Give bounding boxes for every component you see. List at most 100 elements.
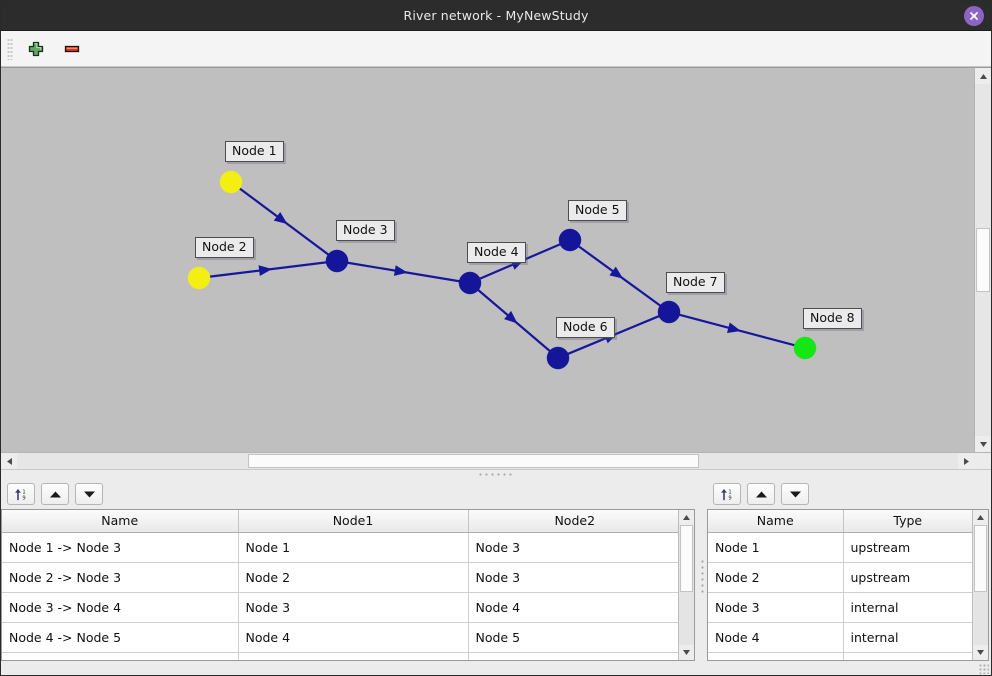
svg-text:9: 9	[22, 495, 25, 501]
network-graph-canvas[interactable]: Node 1 Node 2 Node 3 Node 4 Node 5 Node 6 Node…	[1, 67, 974, 452]
graph-node-label[interactable]: Node 3	[336, 220, 395, 242]
scroll-up-icon[interactable]	[975, 68, 991, 84]
reaches-scroll-track[interactable]	[679, 525, 694, 645]
graph-edge-arrow-icon	[609, 266, 624, 279]
table-cell[interactable]: upstream	[843, 562, 972, 593]
nodes-scroll-track[interactable]	[973, 525, 988, 645]
scroll-down-icon[interactable]	[679, 645, 694, 660]
table-cell[interactable]: upstream	[843, 532, 972, 563]
reaches-table-scrollbar[interactable]	[678, 510, 694, 660]
scroll-right-icon[interactable]	[958, 453, 974, 469]
close-icon[interactable]	[964, 5, 984, 26]
reaches-pane-footer	[1, 661, 697, 675]
table-cell[interactable]: Node 4	[238, 622, 469, 653]
table-cell[interactable]: Node 2	[238, 562, 469, 593]
graph-vscroll-track[interactable]	[975, 84, 991, 436]
graph-node[interactable]	[793, 336, 817, 360]
table-cell[interactable]: Node 1 -> Node 3	[2, 532, 239, 563]
reaches-column-header-2[interactable]: Node2	[468, 510, 678, 533]
move-up-button[interactable]	[41, 483, 69, 505]
table-cell[interactable]: Node 3	[468, 562, 678, 593]
table-cell[interactable]: Node 5	[468, 622, 678, 653]
graph-node[interactable]	[458, 271, 482, 295]
nodes-column-header-0[interactable]: Name	[708, 510, 844, 533]
graph-horizontal-scrollbar[interactable]	[1, 452, 991, 469]
graph-edge-arrow-icon	[393, 265, 408, 276]
nodes-table-scrollbar[interactable]	[972, 510, 988, 660]
table-cell[interactable]: Node 3 -> Node 4	[2, 592, 239, 623]
table-cell[interactable]: Node 3	[238, 592, 469, 623]
graph-node-label[interactable]: Node 7	[666, 272, 725, 294]
scroll-left-icon[interactable]	[1, 453, 17, 469]
scroll-up-icon[interactable]	[973, 510, 988, 525]
horizontal-splitter[interactable]	[1, 469, 991, 479]
move-down-button[interactable]	[75, 483, 103, 505]
splitter-grip-icon	[479, 473, 513, 476]
graph-node-label[interactable]: Node 6	[556, 317, 615, 339]
table-cell[interactable]: Node 4	[468, 592, 678, 623]
nodes-column-header-1[interactable]: Type	[843, 510, 972, 533]
table-cell[interactable]: Node 1	[708, 532, 844, 563]
sort-ascending-icon[interactable]: 1 9	[7, 483, 35, 505]
table-cell[interactable]: Node 4 -> Node 5	[2, 622, 239, 653]
graph-node-label[interactable]: Node 4	[467, 242, 526, 264]
graph-node[interactable]	[219, 170, 243, 194]
window-resize-grip[interactable]	[979, 664, 989, 674]
move-up-button[interactable]	[747, 483, 775, 505]
nodes-toolbar: 1 9	[707, 479, 991, 509]
table-cell[interactable]: internal	[843, 592, 972, 623]
graph-hscroll-thumb[interactable]	[247, 454, 700, 468]
graph-node[interactable]	[657, 300, 681, 324]
graph-node-label[interactable]: Node 5	[568, 200, 627, 222]
toolbar-drag-handle[interactable]	[7, 37, 13, 60]
graph-vertical-scrollbar[interactable]	[974, 67, 991, 452]
table-cell[interactable]: Node 3	[708, 592, 844, 623]
graph-hscroll-track[interactable]	[17, 453, 958, 469]
scroll-down-icon[interactable]	[973, 645, 988, 660]
table-cell[interactable]: Node 4	[708, 622, 844, 653]
sort-ascending-icon[interactable]: 1 9	[713, 483, 741, 505]
reaches-column-header-1[interactable]: Node1	[238, 510, 469, 533]
graph-node[interactable]	[558, 228, 582, 252]
reaches-column-header-0[interactable]: Name	[2, 510, 239, 533]
table-cell	[843, 652, 972, 660]
graph-node[interactable]	[187, 266, 211, 290]
green-plus-add-icon[interactable]	[23, 36, 49, 62]
graph-vscroll-thumb[interactable]	[976, 228, 990, 292]
graph-node-label[interactable]: Node 1	[225, 141, 284, 163]
move-down-button[interactable]	[781, 483, 809, 505]
nodes-scroll-thumb[interactable]	[974, 525, 987, 593]
table-cell[interactable]: Node 3	[468, 532, 678, 563]
window-title: River network - MyNewStudy	[403, 8, 589, 23]
vertical-splitter[interactable]	[697, 479, 707, 675]
table-cell[interactable]: Node 1	[238, 532, 469, 563]
table-cell[interactable]: internal	[843, 622, 972, 653]
reaches-scroll-thumb[interactable]	[680, 525, 693, 593]
network-graph-panel: Node 1 Node 2 Node 3 Node 4 Node 5 Node 6 Node…	[1, 67, 991, 469]
graph-node-label[interactable]: Node 8	[803, 308, 862, 330]
scroll-down-icon[interactable]	[975, 436, 991, 452]
graph-node-label[interactable]: Node 2	[195, 237, 254, 259]
table-cell[interactable]: Node 2	[708, 562, 844, 593]
graph-node[interactable]	[546, 346, 570, 370]
table-cell[interactable]: Node 2 -> Node 3	[2, 562, 239, 593]
red-minus-remove-icon[interactable]	[59, 36, 85, 62]
graph-node[interactable]	[325, 249, 349, 273]
splitter-grip-icon	[700, 560, 704, 594]
scroll-up-icon[interactable]	[679, 510, 694, 525]
